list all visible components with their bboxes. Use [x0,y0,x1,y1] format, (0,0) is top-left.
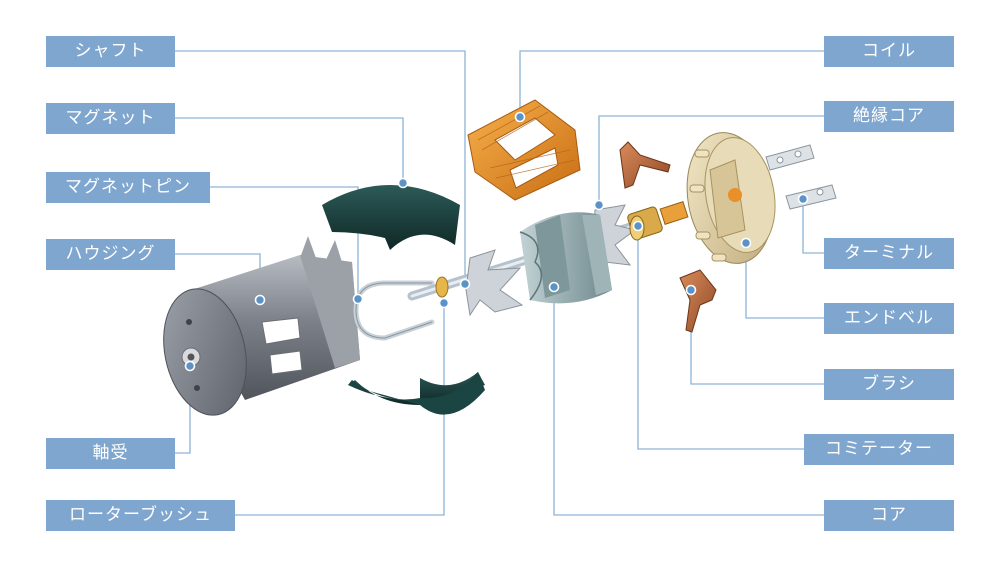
core-icon [519,212,612,304]
insulator-plate-icon [465,204,637,317]
label-bearing: 軸受 [46,438,175,469]
label-magnet: マグネット [46,103,175,134]
leader-lines [175,50,824,516]
label-insulated-core: 絶縁コア [824,101,954,132]
label-commutator: コミテーター [804,434,954,465]
terminal-icon [765,144,837,210]
label-core: コア [824,500,954,531]
motor-housing-icon [163,236,360,416]
label-terminal: ターミナル [824,238,954,269]
label-coil: コイル [824,36,954,67]
magnet-icon [322,185,485,415]
label-magnet-pin: マグネットピン [46,172,210,203]
label-brush: ブラシ [824,369,954,400]
label-end-bell: エンドベル [824,303,954,334]
commutator-icon [627,201,689,241]
label-housing: ハウジング [46,239,175,270]
coil-icon [467,99,581,201]
marker-dots [184,111,809,372]
label-rotor-bush: ローターブッシュ [46,500,235,531]
label-shaft: シャフト [46,36,175,67]
end-bell-icon [686,132,776,264]
magnet-pin-icon [353,280,435,341]
